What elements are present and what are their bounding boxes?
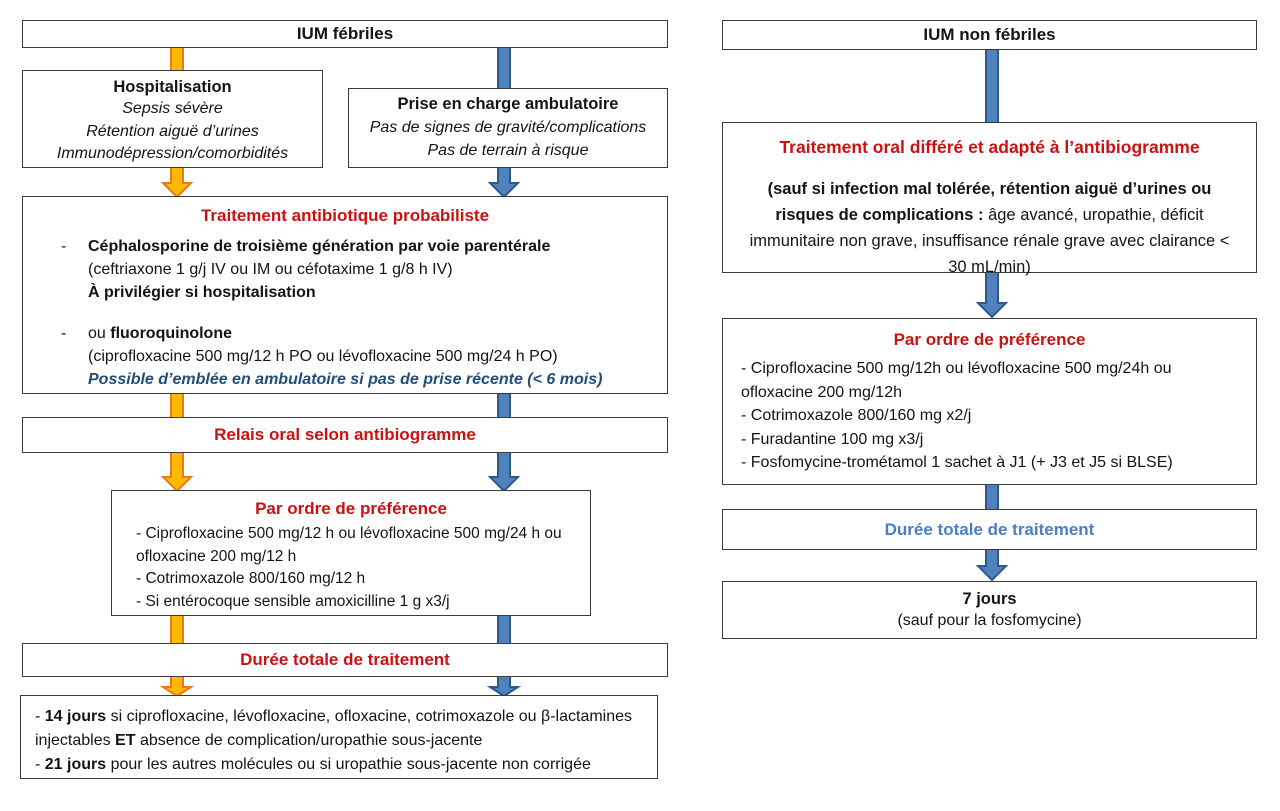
fluoroquinolone-prefix: ou	[88, 325, 111, 342]
flow-arrow-blue	[497, 615, 511, 646]
oral-relay-label: Relais oral selon antibiogramme	[214, 425, 476, 444]
deferred-treatment-title: Traitement oral différé et adapté à l’an…	[779, 137, 1200, 157]
preference-left-title: Par ordre de préférence	[255, 499, 447, 518]
preference-right-line: - Cotrimoxazole 800/160 mg x2/j	[741, 407, 972, 424]
deferred-exceptions-rest: âge avancé, uropathie, déficit immunitai…	[749, 206, 1230, 276]
preference-left-line: - Ciprofloxacine 500 mg/12 h ou lévoflox…	[136, 525, 562, 565]
flow-arrow-blue	[985, 484, 999, 512]
ambulatory-care-line: Pas de signes de gravité/complications	[369, 119, 647, 136]
flow-arrow-blue	[487, 452, 521, 493]
deferred-treatment-box: Traitement oral différé et adapté à l’an…	[722, 122, 1257, 276]
flow-arrow-blue	[985, 49, 999, 125]
duration-21-days: 21 jours	[44, 756, 107, 773]
preference-left-line: - Cotrimoxazole 800/160 mg/12 h	[136, 570, 366, 587]
cephalosporin-note-line: À privilégier si hospitalisation	[88, 284, 316, 301]
deferred-treatment-text: (sauf si infection mal tolérée, rétentio…	[742, 176, 1237, 280]
cephalosporin-dosage-line: (ceftriaxone 1 g/j IV ou IM ou céfotaxim…	[88, 261, 453, 278]
left-header-label: IUM fébriles	[296, 24, 394, 43]
flow-arrow-orange	[170, 615, 184, 646]
hospitalisation-line: Sepsis sévère	[122, 100, 223, 117]
bullet-dash: -	[61, 238, 67, 255]
flow-arrow-orange	[160, 676, 194, 698]
flow-arrow-orange	[160, 167, 194, 199]
preference-right-box: Par ordre de préférence - Ciprofloxacine…	[722, 318, 1257, 485]
bullet-dash: -	[35, 708, 45, 725]
final-duration-box: 7 jours (sauf pour la fosfomycine)	[722, 581, 1257, 639]
ambulatory-care-line: Pas de terrain à risque	[427, 142, 589, 159]
flow-arrow-blue	[497, 393, 511, 420]
duration-days: 7 jours	[962, 590, 1017, 608]
flow-arrow-orange	[160, 452, 194, 493]
hospitalisation-title: Hospitalisation	[113, 78, 232, 96]
duration-rule-text: si ciprofloxacine, lévofloxacine, ofloxa…	[35, 708, 633, 749]
hospitalisation-line: Rétention aiguë d’urines	[86, 122, 259, 140]
fluoroquinolone-dosage-line: (ciprofloxacine 500 mg/12 h PO ou lévofl…	[88, 348, 558, 365]
duration-rule-text: pour les autres molécules ou si uropathi…	[106, 756, 591, 773]
preference-right-line: - Furadantine 100 mg x3/j	[741, 430, 924, 448]
preference-right-title: Par ordre de préférence	[893, 330, 1086, 349]
empiric-antibiotic-box: Traitement antibiotique probabiliste - C…	[22, 196, 668, 394]
empiric-item-cephalosporin: - Céphalosporine de troisième génération…	[41, 235, 649, 304]
left-header-box: IUM fébriles	[22, 20, 668, 48]
deferred-exceptions-bold: (sauf si infection mal tolérée, rétentio…	[767, 180, 1212, 224]
hospitalisation-box: Hospitalisation Sepsis sévère Rétention …	[22, 70, 323, 168]
ambulatory-care-box: Prise en charge ambulatoire Pas de signe…	[348, 88, 668, 168]
preference-left-box: Par ordre de préférence - Ciprofloxacine…	[111, 490, 591, 616]
cephalosporin-line: Céphalosporine de troisième génération p…	[88, 238, 551, 255]
flow-arrow-blue	[487, 676, 521, 698]
duration-exception: (sauf pour la fosfomycine)	[897, 612, 1082, 629]
duration-14-days: 14 jours	[44, 708, 107, 725]
duration-right-box: Durée totale de traitement	[722, 509, 1257, 550]
duration-right-label: Durée totale de traitement	[884, 519, 1095, 539]
fluoroquinolone-note-line: Possible d’emblée en ambulatoire si pas …	[88, 371, 603, 388]
duration-rule-text: absence de complication/uropathie sous-j…	[135, 732, 483, 749]
flow-arrow-orange	[170, 47, 184, 73]
right-header-box: IUM non fébriles	[722, 20, 1257, 50]
duration-rule-21-days: - 21 jours pour les autres molécules ou …	[35, 753, 643, 777]
duration-left-label: Durée totale de traitement	[240, 650, 450, 669]
duration-rule-14-days: - 14 jours si ciprofloxacine, lévofloxac…	[35, 705, 643, 753]
bullet-dash: -	[35, 756, 45, 773]
flow-arrow-blue	[975, 549, 1009, 582]
flow-arrow-blue	[497, 47, 511, 91]
empiric-item-fluoroquinolone: - ou fluoroquinolone (ciprofloxacine 500…	[41, 322, 649, 391]
duration-left-box: Durée totale de traitement	[22, 643, 668, 677]
flow-arrow-orange	[170, 393, 184, 420]
ambulatory-care-title: Prise en charge ambulatoire	[397, 95, 619, 113]
duration-rule-et: ET	[115, 732, 136, 749]
flow-arrow-blue	[487, 167, 521, 199]
duration-rules-box: - 14 jours si ciprofloxacine, lévofloxac…	[20, 695, 658, 779]
right-header-label: IUM non fébriles	[923, 25, 1056, 44]
flow-arrow-blue	[975, 272, 1009, 319]
empiric-antibiotic-title: Traitement antibiotique probabiliste	[200, 206, 490, 225]
preference-right-line: - Ciprofloxacine 500 mg/12h ou lévofloxa…	[741, 360, 1172, 401]
fluoroquinolone-line: ou fluoroquinolone	[88, 322, 649, 345]
hospitalisation-line: Immunodépression/comorbidités	[56, 145, 289, 163]
preference-right-line: - Fosfomycine-trométamol 1 sachet à J1 (…	[741, 454, 1173, 471]
oral-relay-box: Relais oral selon antibiogramme	[22, 417, 668, 453]
fluoroquinolone-label: fluoroquinolone	[110, 325, 232, 342]
bullet-dash: -	[61, 325, 67, 342]
preference-left-line: - Si entérocoque sensible amoxicilline 1…	[136, 592, 450, 610]
